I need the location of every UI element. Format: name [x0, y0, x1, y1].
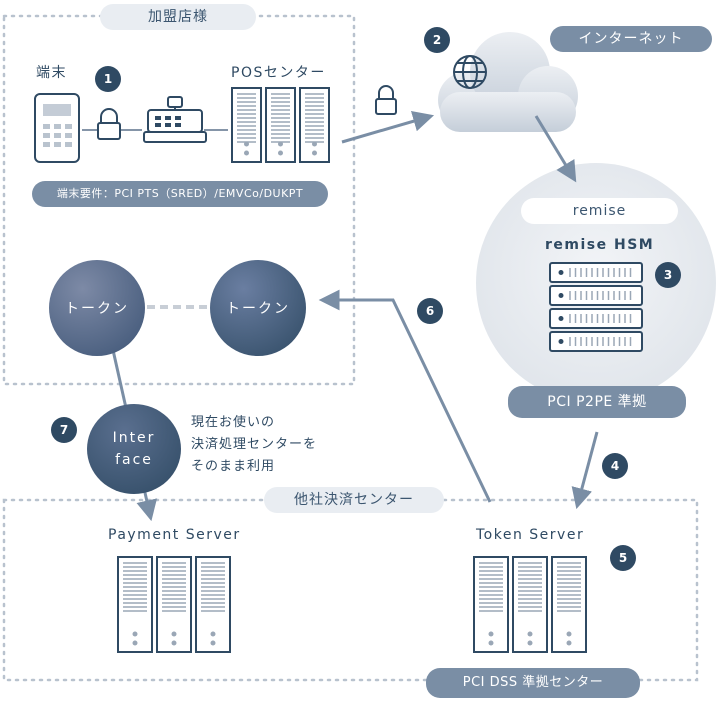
step-badge-7: 7 — [51, 417, 77, 443]
server-unit — [512, 556, 548, 653]
terminal-requirements: 端末要件：PCI PTS（SRED）/EMVCo/DUKPT — [32, 181, 328, 207]
server-unit — [473, 556, 509, 653]
hsm-unit — [549, 262, 643, 283]
server-unit — [265, 87, 296, 163]
hsm-unit — [549, 331, 643, 352]
arrow-pos-to-cloud — [341, 111, 435, 144]
cloud-shape — [438, 32, 578, 132]
token-left: トークン — [49, 260, 145, 356]
internet-label: インターネット — [550, 26, 712, 52]
remise-hsm-label: remise HSM — [545, 237, 655, 253]
server-unit — [231, 87, 262, 163]
step-badge-2: 2 — [424, 27, 450, 53]
step-badge-5: 5 — [610, 545, 636, 571]
step-badge-1: 1 — [95, 66, 121, 92]
register-icon — [143, 96, 207, 143]
step-badge-6: 6 — [417, 298, 443, 324]
hsm-device-icon — [549, 262, 643, 352]
payment-server-icon — [117, 556, 231, 653]
step-badge-3: 3 — [655, 262, 681, 288]
terminal-label: 端末 — [36, 65, 67, 81]
lock-icon — [97, 108, 121, 140]
interface-note: 現在お使いの 決済処理センターを そのまま利用 — [191, 415, 318, 474]
pos-label: POSセンター — [231, 65, 326, 81]
hsm-unit — [549, 285, 643, 306]
interface-orb: Inter face — [87, 404, 181, 494]
other-center-title: 他社決済センター — [264, 487, 444, 513]
server-unit — [299, 87, 330, 163]
interface-line1: Inter — [112, 430, 156, 446]
server-unit — [195, 556, 231, 653]
step-badge-4: 4 — [602, 453, 628, 479]
remise-title: remise — [521, 198, 678, 224]
dss-compliance: PCI DSS 準拠センター — [426, 668, 640, 698]
hsm-unit — [549, 308, 643, 329]
pos-server-icon — [231, 87, 330, 163]
p2pe-compliance: PCI P2PE 準拠 — [508, 386, 686, 418]
server-unit — [156, 556, 192, 653]
terminal-icon — [34, 93, 80, 163]
lock-icon-network — [375, 85, 397, 115]
interface-line2: face — [115, 452, 153, 468]
token-right: トークン — [210, 260, 306, 356]
globe-icon — [453, 55, 487, 89]
arrow-token-server-to-merchant — [318, 289, 492, 503]
server-unit — [551, 556, 587, 653]
token-server-label: Token Server — [476, 527, 585, 543]
payment-server-label: Payment Server — [108, 527, 241, 543]
server-unit — [117, 556, 153, 653]
token-server-icon — [473, 556, 587, 653]
arrow-remise-to-token-server — [571, 431, 599, 510]
merchant-title: 加盟店様 — [100, 4, 256, 30]
arrow-cloud-to-remise — [534, 115, 577, 183]
